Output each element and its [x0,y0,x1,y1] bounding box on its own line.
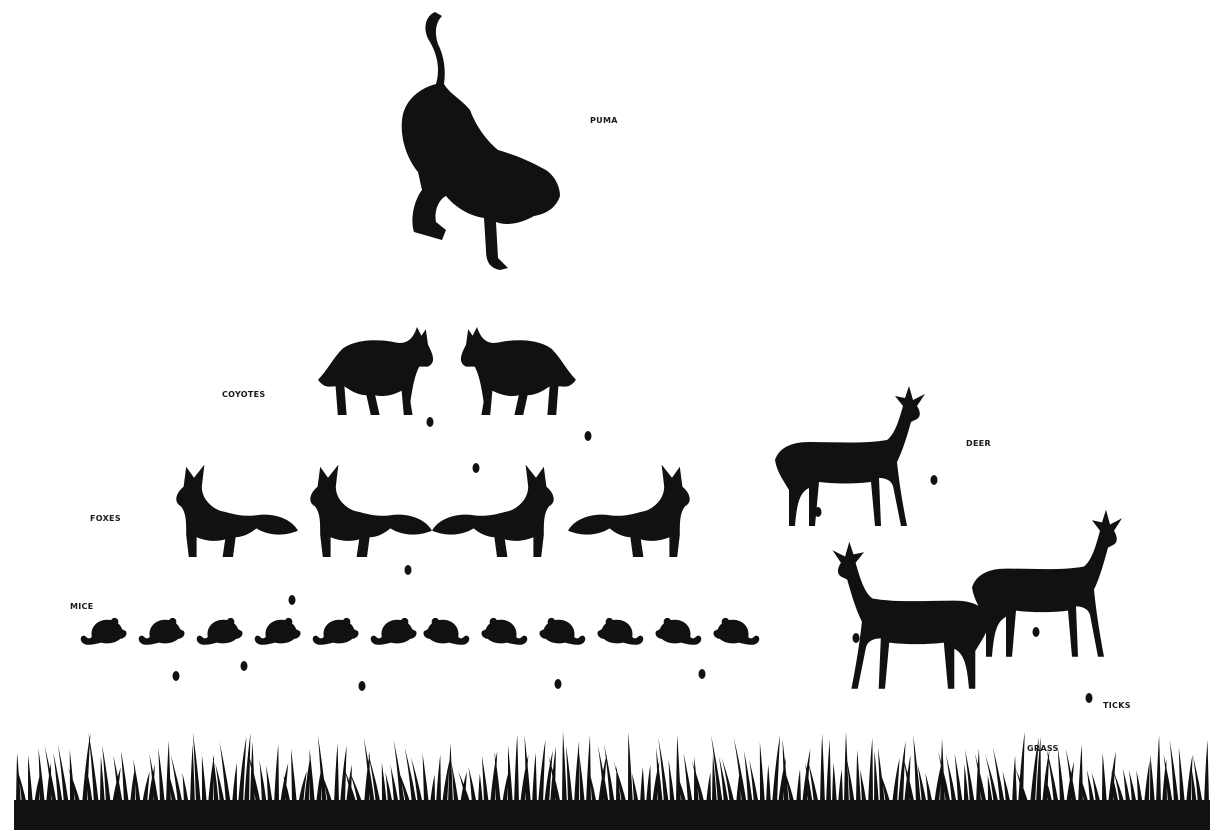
fox-2 [310,465,432,557]
deer-2 [833,542,991,689]
label-grass: GRASS [1027,744,1059,753]
label-mice: MICE [70,602,93,611]
coyote-2 [461,327,576,415]
fox-4 [568,465,690,557]
label-deer: DEER [966,439,991,448]
deer-3 [972,510,1122,657]
ticks [173,417,1093,703]
label-coyotes: COYOTES [222,390,265,399]
coyote-1 [318,327,433,415]
deer-1 [775,386,925,526]
mice-row [81,618,760,645]
fox-3 [432,465,554,557]
fox-1 [176,465,298,557]
puma-silhouette [402,12,560,270]
label-puma: PUMA [590,116,618,125]
label-ticks: TICKS [1103,701,1131,710]
label-foxes: FOXES [90,514,121,523]
